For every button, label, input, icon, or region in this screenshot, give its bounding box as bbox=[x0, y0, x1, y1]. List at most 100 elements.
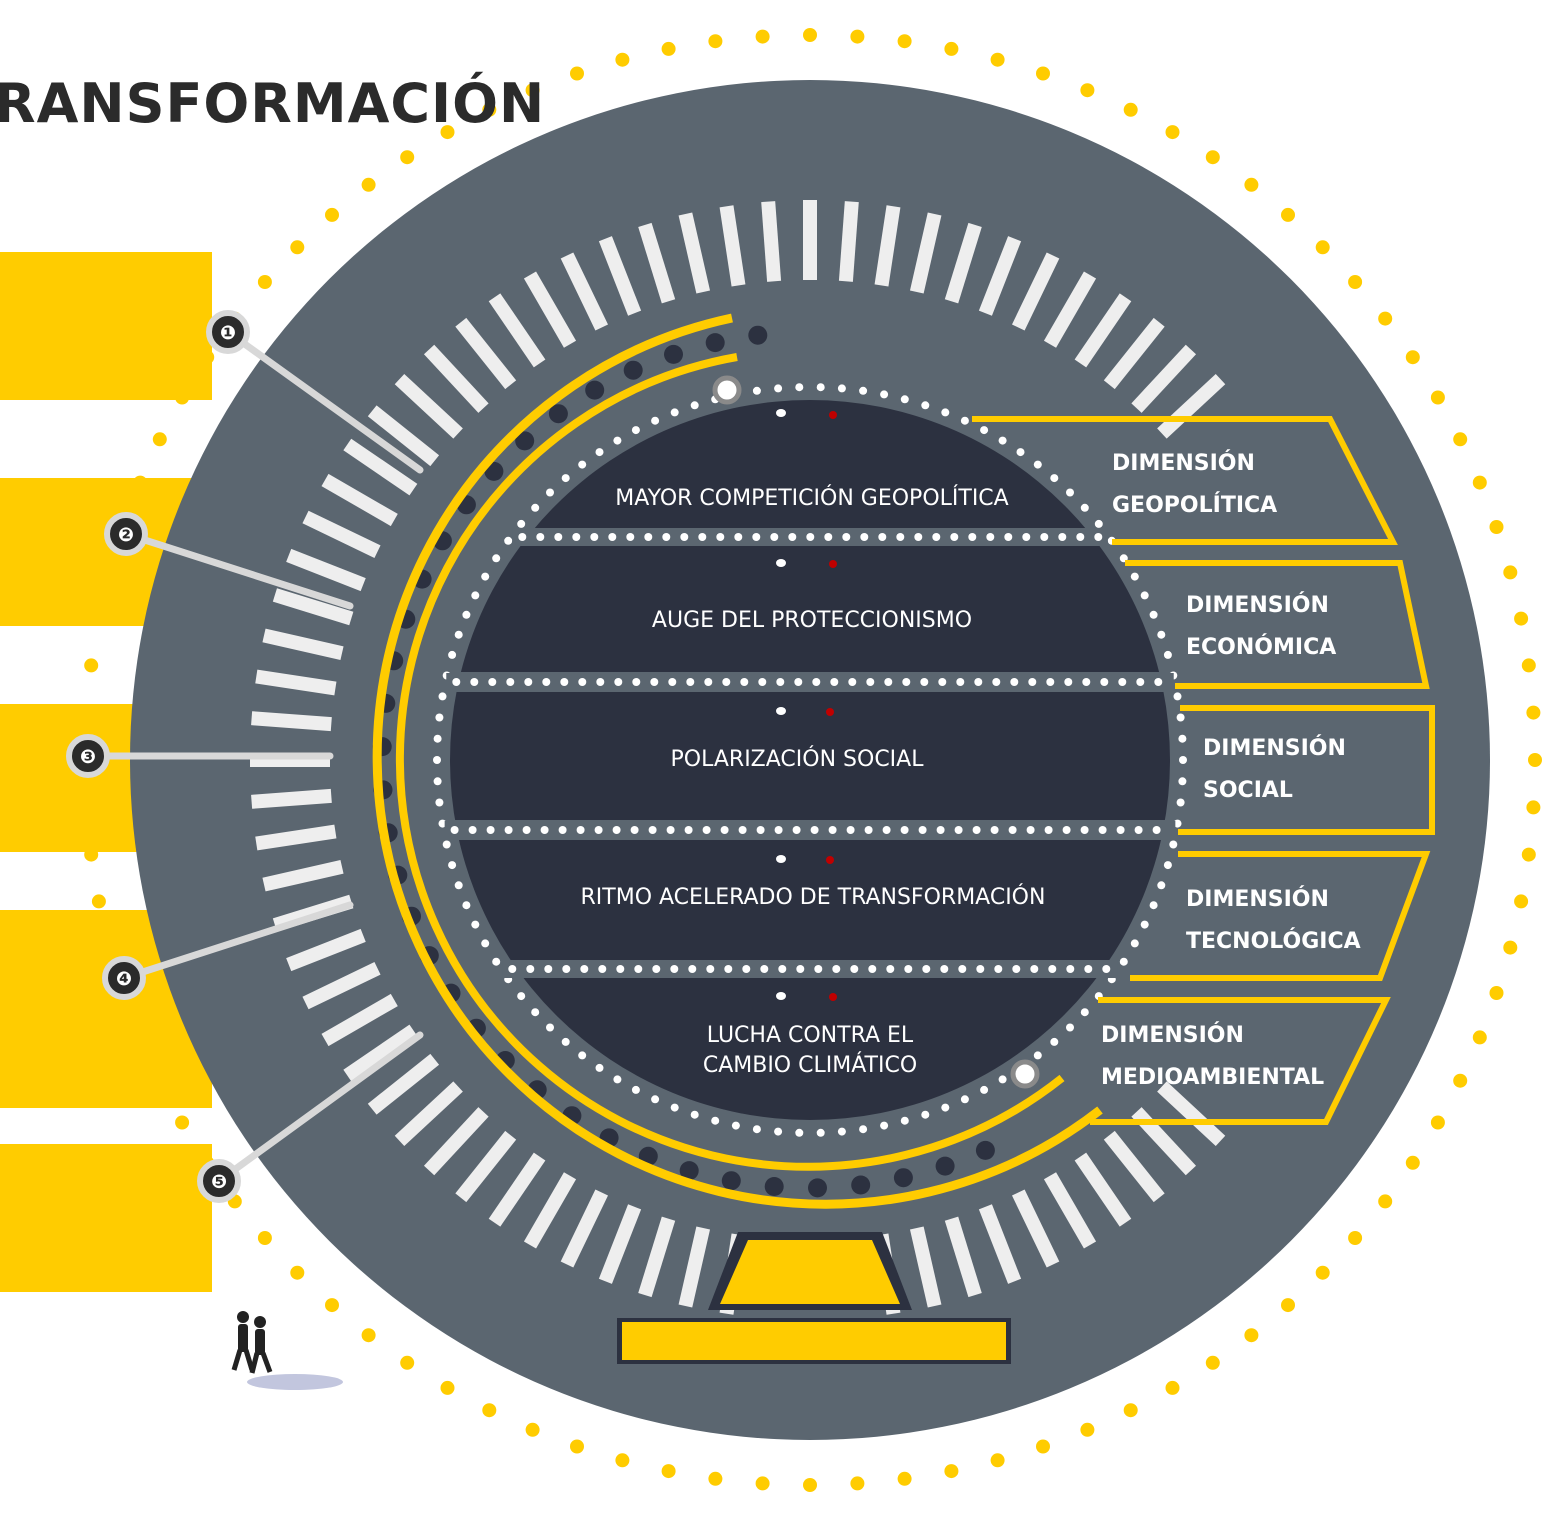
core-ring-dot bbox=[1157, 881, 1166, 890]
pointer-line-1 bbox=[224, 328, 424, 474]
separator-dot bbox=[810, 826, 819, 834]
separator-dot bbox=[868, 965, 877, 973]
core-ring-dot bbox=[980, 426, 989, 435]
outer-dot bbox=[990, 52, 1005, 67]
separator-dot bbox=[788, 533, 797, 541]
core-ring-dot bbox=[998, 436, 1007, 445]
core-ring-dot bbox=[435, 713, 444, 722]
separator-dot bbox=[704, 678, 713, 686]
outer-dot bbox=[1281, 207, 1295, 222]
core-ring-dot bbox=[438, 819, 447, 828]
core-ring-dot bbox=[921, 401, 930, 410]
bead bbox=[748, 325, 768, 345]
outer-dot bbox=[1430, 390, 1445, 405]
outer-dot bbox=[361, 1328, 376, 1343]
core-ring-dot bbox=[546, 1023, 554, 1032]
separator-dot bbox=[990, 826, 999, 834]
outer-dot bbox=[1348, 1231, 1363, 1245]
dimension-labels: DIMENSIÓN GEOPOLÍTICA DIMENSIÓN ECONÓMIC… bbox=[1101, 450, 1361, 1090]
stand-neck-fill bbox=[720, 1240, 900, 1304]
separator-dot bbox=[722, 678, 731, 686]
dimension-tab-1-outline bbox=[972, 416, 1398, 545]
core-ring-dot bbox=[1130, 572, 1139, 581]
core-ring-dot bbox=[941, 408, 950, 417]
core-ring-dot bbox=[1033, 460, 1042, 469]
separator-dot bbox=[680, 533, 689, 541]
core-ring-dot bbox=[492, 554, 501, 563]
outer-dot bbox=[570, 1439, 584, 1454]
band-3-white-dot bbox=[776, 707, 786, 715]
bead bbox=[975, 1140, 995, 1160]
separator-dot bbox=[648, 826, 657, 834]
radial-stripe bbox=[523, 1172, 577, 1249]
separator-dot bbox=[972, 826, 981, 834]
pointer-line-4 bbox=[120, 901, 354, 982]
separator-dot bbox=[668, 678, 677, 686]
core-ring-dot bbox=[531, 503, 540, 512]
radial-stripe bbox=[286, 548, 366, 592]
core-ring-dot bbox=[481, 572, 490, 581]
bead bbox=[679, 1161, 699, 1181]
separator-dot bbox=[504, 826, 513, 834]
core-ring-dot bbox=[941, 1103, 950, 1112]
band-label-5-line-2: CAMBIO CLIMÁTICO bbox=[703, 1052, 917, 1078]
separator-dot bbox=[526, 965, 535, 973]
stand-base-fill bbox=[622, 1322, 1006, 1360]
radial-stripe bbox=[367, 405, 440, 467]
outer-dot bbox=[91, 894, 106, 909]
core-ring-dot bbox=[1066, 488, 1074, 497]
radial-stripe bbox=[262, 628, 344, 661]
bead bbox=[808, 1178, 827, 1198]
radial-stripe bbox=[598, 236, 642, 316]
core-ring-dot bbox=[531, 1008, 540, 1017]
separator-dot bbox=[580, 965, 589, 973]
core-ring-dot bbox=[1050, 474, 1059, 483]
separator-dot bbox=[778, 965, 787, 973]
separator-dot bbox=[542, 678, 551, 686]
core-ring-dot bbox=[561, 1037, 570, 1046]
core-ring-dot bbox=[859, 1125, 868, 1134]
core-ring-dot bbox=[578, 1051, 587, 1060]
separator-dot bbox=[1152, 826, 1161, 834]
separator-dot bbox=[1100, 678, 1109, 686]
core-ring-dot bbox=[1149, 610, 1158, 619]
outer-dot bbox=[440, 1380, 455, 1395]
core-ring-dot bbox=[1178, 734, 1187, 743]
outer-dot bbox=[1205, 1355, 1220, 1370]
radial-stripe bbox=[944, 222, 982, 304]
bead bbox=[893, 1168, 913, 1188]
marker-4-circle bbox=[102, 956, 146, 1000]
outer-dot bbox=[525, 83, 540, 98]
separator-dot bbox=[932, 533, 941, 541]
core-ring-dot bbox=[960, 1095, 969, 1104]
core-ring-dot bbox=[1176, 713, 1185, 722]
dimension-4-line-1: DIMENSIÓN bbox=[1186, 886, 1329, 912]
arc-cap-bottom bbox=[1010, 1059, 1040, 1089]
yellow-arc-outer bbox=[372, 313, 1103, 1209]
core-ring-dot bbox=[1130, 939, 1139, 948]
core-ring-dot bbox=[1016, 448, 1025, 457]
separator-dot bbox=[1062, 826, 1071, 834]
radial-stripe bbox=[343, 1024, 418, 1082]
radial-stripe bbox=[286, 928, 366, 972]
bead bbox=[623, 360, 643, 380]
band-1-white-dot bbox=[776, 409, 786, 417]
core-ring-dot bbox=[651, 1095, 660, 1104]
separator-dot bbox=[758, 678, 767, 686]
dimension-1-line-2: GEOPOLÍTICA bbox=[1112, 492, 1277, 518]
outer-dot bbox=[1315, 240, 1330, 255]
separator-dot bbox=[666, 826, 675, 834]
separator-dot bbox=[938, 678, 947, 686]
core-ring-dot bbox=[462, 901, 471, 910]
dimension-tab-2-outline bbox=[1125, 560, 1430, 689]
bead bbox=[664, 344, 683, 364]
separator-dot bbox=[452, 678, 461, 686]
core-ring-dot bbox=[595, 448, 604, 457]
outer-dot bbox=[361, 177, 376, 192]
core-ring-dot bbox=[837, 1127, 846, 1136]
core-ring-dot bbox=[613, 436, 622, 445]
outer-dot bbox=[1315, 1265, 1330, 1280]
radial-stripe bbox=[255, 669, 337, 696]
dimension-tab-4-outline bbox=[1130, 851, 1431, 981]
separator-bar bbox=[502, 960, 1118, 978]
